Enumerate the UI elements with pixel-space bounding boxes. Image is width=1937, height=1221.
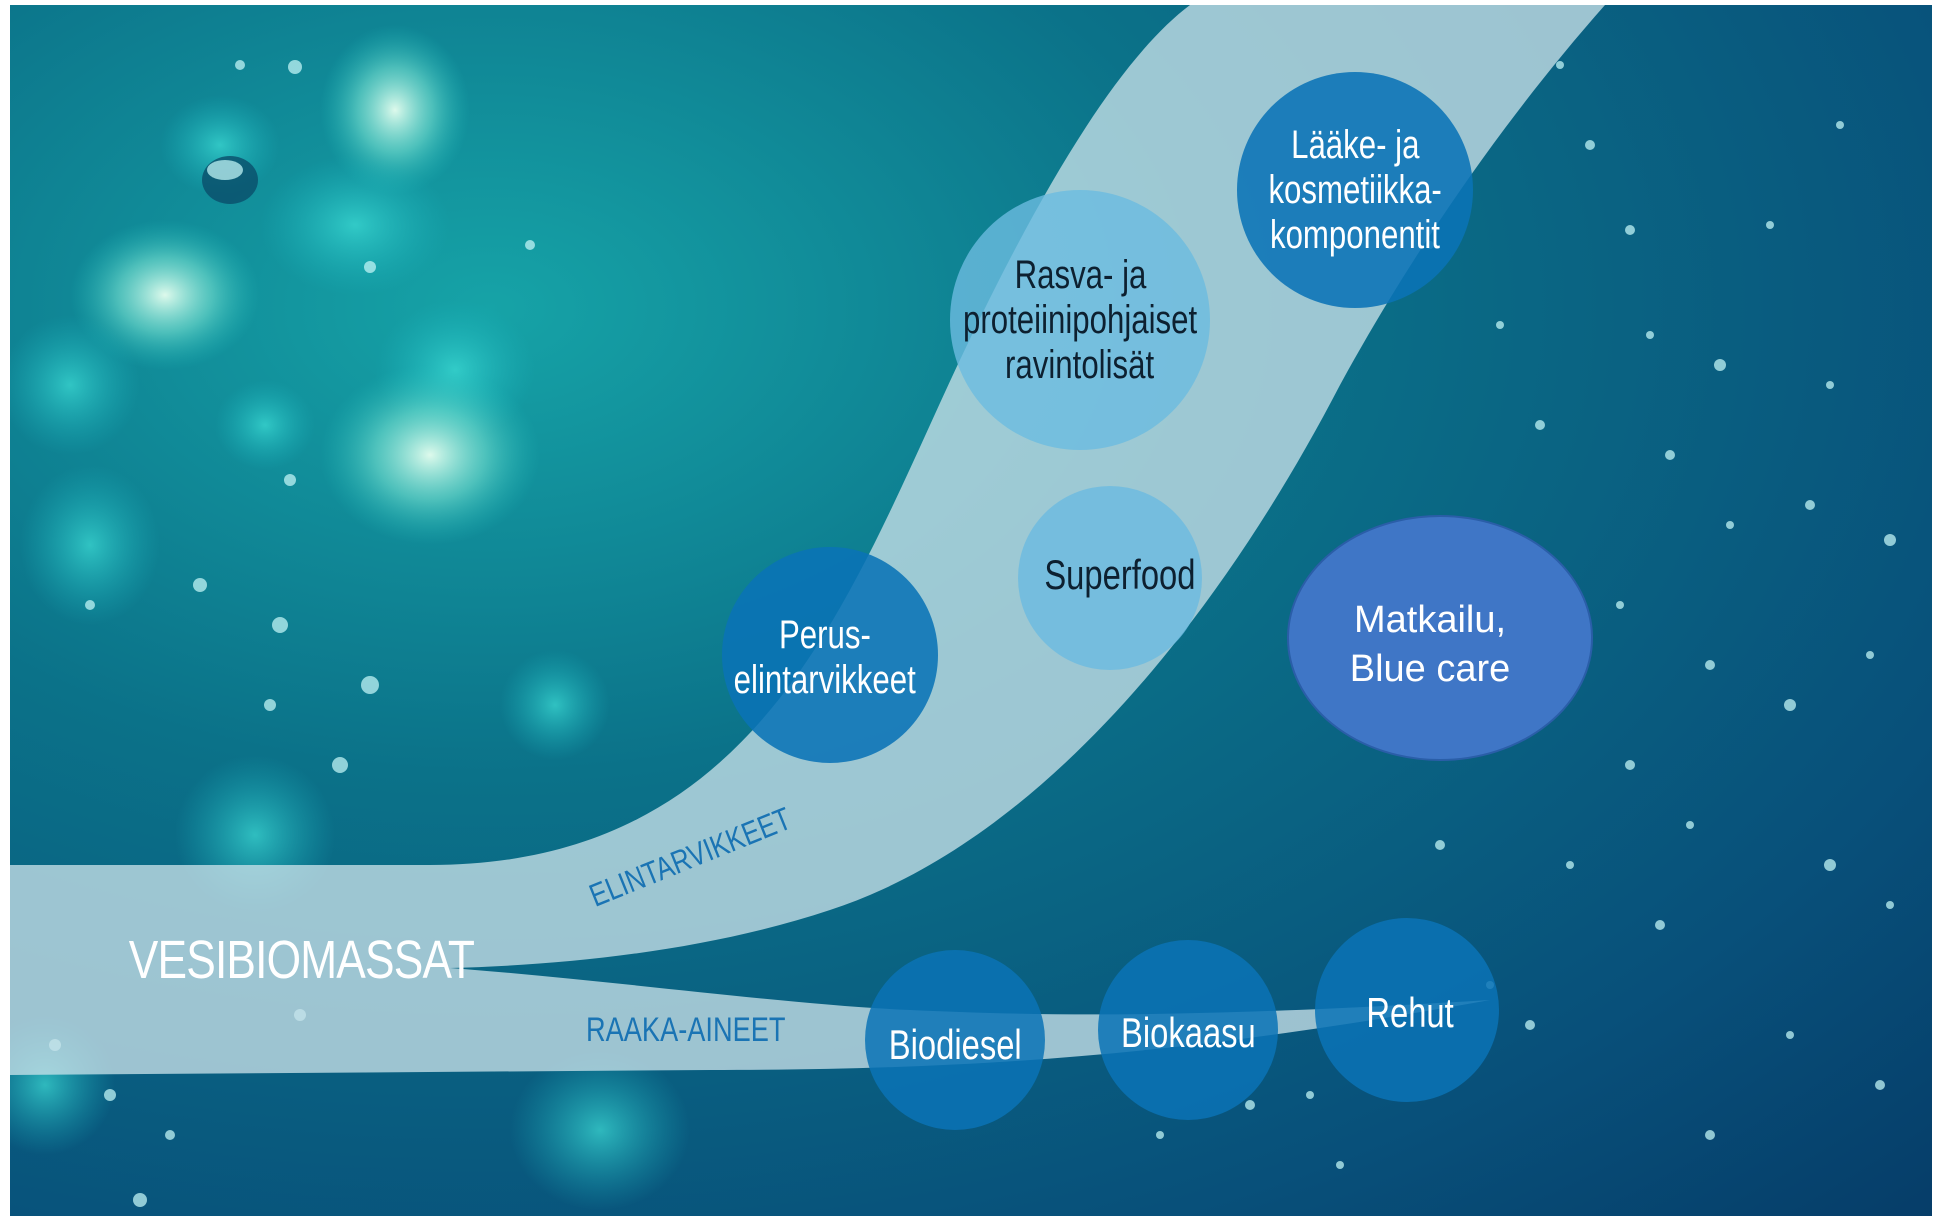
rasva-line-2: proteiinipohjaiset — [962, 297, 1198, 342]
laake-line-2: kosmetiikka- — [1268, 167, 1442, 212]
circles — [722, 72, 1593, 1130]
small-bubbles — [49, 60, 1896, 1207]
circle-biodiesel — [865, 950, 1045, 1130]
biokaasu-line-1: Biokaasu — [1120, 1009, 1256, 1056]
biodiesel-line-1: Biodiesel — [888, 1021, 1022, 1068]
perus-line-2: elintarvikkeet — [733, 658, 917, 702]
flow-band — [10, 5, 1605, 1075]
matkailu-line-1: Matkailu, — [1353, 598, 1507, 641]
laake-line-1: Lääke- ja — [1290, 122, 1420, 167]
rasva-line-1: Rasva- ja — [1014, 252, 1146, 297]
circle-laake — [1237, 72, 1473, 308]
lower-branch-label: RAAKA-AINEET — [586, 1011, 786, 1049]
biokaasu-label: Biokaasu — [1088, 1008, 1288, 1058]
perus-label: Perus- elintarvikkeet — [710, 608, 940, 708]
laake-label: Lääke- ja kosmetiikka- komponentit — [1237, 110, 1473, 270]
biodiesel-label: Biodiesel — [855, 1020, 1055, 1070]
matkailu-line-2: Blue care — [1349, 648, 1511, 690]
ocean-background — [10, 5, 1932, 1216]
circle-rehut — [1315, 918, 1499, 1102]
perus-line-1: Perus- — [779, 613, 871, 657]
circle-rasva — [950, 190, 1210, 450]
circle-perus — [722, 547, 938, 763]
matkailu-label: Matkailu, Blue care — [1300, 590, 1560, 700]
circle-superfood — [1018, 486, 1202, 670]
superfood-line-1: Superfood — [1044, 551, 1196, 598]
rasva-line-3: ravintolisät — [1005, 342, 1155, 387]
source-label: VESIBIOMASSAT — [128, 930, 475, 990]
rehut-line-1: Rehut — [1366, 989, 1454, 1036]
rasva-label: Rasva- ja proteiinipohjaiset ravintolisä… — [940, 245, 1220, 395]
rehut-label: Rehut — [1310, 988, 1510, 1038]
bubble-decoration — [10, 25, 690, 1210]
laake-line-3: komponentit — [1270, 212, 1440, 257]
circle-biokaasu — [1098, 940, 1278, 1120]
superfood-label: Superfood — [1020, 550, 1220, 600]
circle-matkailu — [1287, 515, 1593, 761]
